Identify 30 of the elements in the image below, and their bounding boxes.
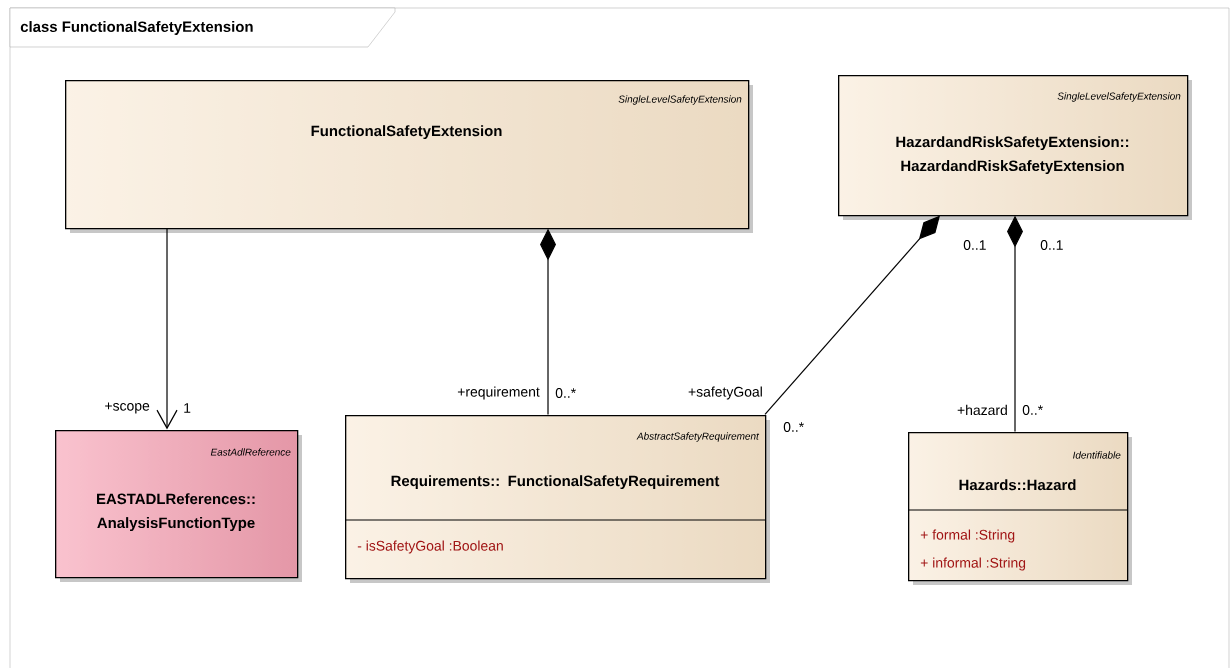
multiplicity-label: 0..* [1022, 405, 1043, 415]
class-name: Requirements:: FunctionalSafetyRequirement [391, 475, 720, 490]
attribute-text: + formal :String [920, 529, 1015, 543]
class-box [65, 80, 753, 233]
class-name: EASTADLReferences:: AnalysisFunctionType [97, 493, 255, 532]
stereotype-label: Identifiable [1073, 451, 1121, 459]
class-name: FunctionalSafetyExtension [311, 125, 502, 140]
multiplicity-label: +safetyGoal [688, 386, 762, 400]
stereotype-label: SingleLevelSafetyExtension [1057, 92, 1181, 102]
diagram-title: class FunctionalSafetyExtension [9, 7, 396, 48]
class-box [344, 415, 770, 583]
class-name: Hazards::Hazard [959, 479, 1076, 491]
stereotype-label: SingleLevelSafetyExtension [618, 95, 742, 105]
multiplicity-label: 0..* [555, 388, 576, 398]
attribute-text: + informal :String [920, 557, 1026, 571]
multiplicity-label: 1 [184, 403, 191, 413]
class-box [838, 75, 1192, 220]
stereotype-label: AbstractSafetyRequirement [636, 432, 760, 442]
multiplicity-label: 0..* [783, 422, 804, 432]
multiplicity-label: +requirement [457, 386, 540, 400]
stereotype-label: EastAdlReference [210, 448, 291, 456]
multiplicity-label: 0..1 [963, 240, 986, 250]
multiplicity-label: 0..1 [1040, 240, 1063, 250]
class-box [55, 430, 302, 582]
class-box [907, 432, 1132, 585]
multiplicity-label: +hazard [957, 404, 1007, 416]
multiplicity-label: +scope [105, 402, 150, 414]
class-name: HazardandRiskSafetyExtension:: HazardandRiskSafetyExtension [896, 136, 1129, 175]
attribute-text: - isSafetyGoal :Boolean [357, 540, 503, 554]
association-arrow [156, 228, 178, 430]
